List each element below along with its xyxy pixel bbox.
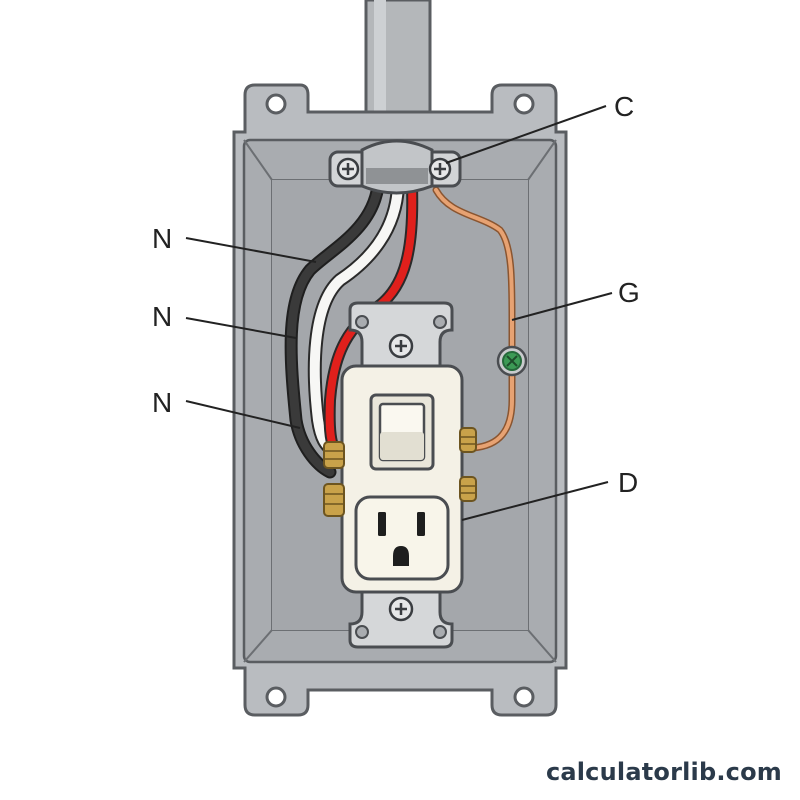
leader-c [445, 105, 607, 164]
leader-g [511, 292, 613, 321]
leader-n-top [185, 237, 317, 263]
hot-slot [378, 512, 386, 536]
label-n-top: N [152, 223, 172, 254]
label-n-low: N [152, 387, 172, 418]
mounting-hole-bottom-left [265, 686, 287, 708]
ground-hole [393, 546, 409, 566]
leader-n-low [185, 400, 301, 429]
yoke-screw-bottom [388, 596, 414, 622]
switch-receptacle-device [323, 301, 477, 649]
mounting-hole-top-right [513, 93, 535, 115]
clamp-screw-left [336, 157, 360, 181]
label-c: C [614, 91, 634, 122]
mounting-hole-top-left [265, 93, 287, 115]
label-d: D [618, 467, 638, 498]
leader-n-mid [185, 317, 297, 339]
terminal-screws-left [323, 441, 345, 517]
neutral-slot [417, 512, 425, 536]
label-n-mid: N [152, 301, 172, 332]
receptacle-outlet [354, 495, 450, 581]
conduit [356, 0, 440, 144]
cable-clamp [328, 139, 462, 195]
label-g: G [618, 277, 640, 308]
leader-lines [185, 105, 613, 521]
clamp-screw-right [428, 157, 452, 181]
ground-screw [496, 345, 528, 377]
yoke-screw-top [388, 333, 414, 359]
watermark-text: calculatorlib.com [545, 758, 782, 786]
mounting-hole-bottom-right [513, 686, 535, 708]
toggle-switch [369, 393, 435, 471]
leader-d [461, 481, 609, 521]
terminal-screws-right [459, 427, 477, 502]
